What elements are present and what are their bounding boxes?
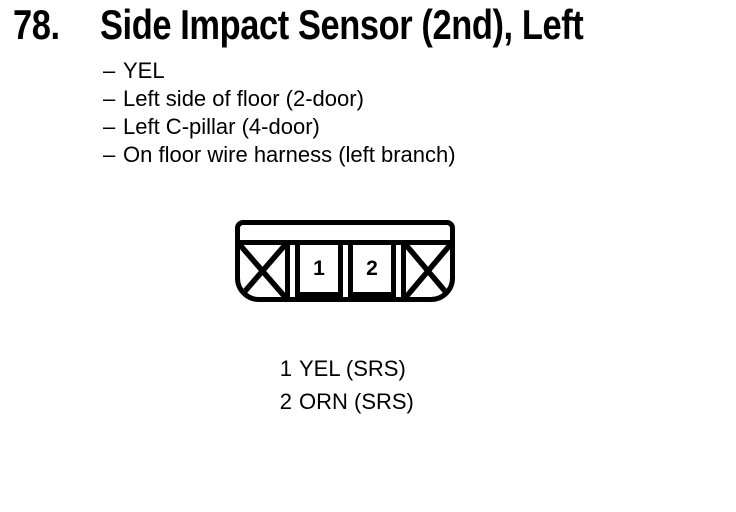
pin-legend: 1 YEL (SRS) 2 ORN (SRS) <box>270 352 414 418</box>
pin-cavity-2: 2 <box>348 245 396 297</box>
pin-number: 2 <box>366 256 378 280</box>
detail-text: Left side of floor (2-door) <box>123 86 364 111</box>
blocked-cavity-right <box>401 245 450 297</box>
connector-cavity-row: 1 2 <box>240 245 450 297</box>
legend-row: 1 YEL (SRS) <box>270 352 414 385</box>
legend-wire-color: YEL (SRS) <box>299 356 406 381</box>
x-icon <box>406 245 450 297</box>
pin-number: 1 <box>313 256 325 280</box>
item-number: 78. <box>13 1 60 48</box>
detail-item: – On floor wire harness (left branch) <box>103 141 456 169</box>
connector-top-strip <box>240 225 450 245</box>
detail-text: Left C-pillar (4-door) <box>123 114 320 139</box>
legend-pin-number: 1 <box>279 356 292 381</box>
dash-bullet: – <box>103 58 116 83</box>
dash-bullet: – <box>103 114 116 139</box>
x-icon <box>240 245 285 297</box>
detail-text: YEL <box>123 58 165 83</box>
legend-pin-number: 2 <box>279 389 292 414</box>
detail-text: On floor wire harness (left branch) <box>123 142 456 167</box>
detail-item: – Left side of floor (2-door) <box>103 85 456 113</box>
detail-item: – Left C-pillar (4-door) <box>103 113 456 141</box>
dash-bullet: – <box>103 86 116 111</box>
legend-wire-color: ORN (SRS) <box>299 389 414 414</box>
connector-diagram: 1 2 <box>235 220 455 302</box>
page-title: Side Impact Sensor (2nd), Left <box>100 1 584 48</box>
pin-cavity-1: 1 <box>295 245 343 297</box>
detail-list: – YEL – Left side of floor (2-door) – Le… <box>103 57 456 169</box>
detail-item: – YEL <box>103 57 456 85</box>
blocked-cavity-left <box>240 245 290 297</box>
legend-row: 2 ORN (SRS) <box>270 385 414 418</box>
dash-bullet: – <box>103 142 116 167</box>
